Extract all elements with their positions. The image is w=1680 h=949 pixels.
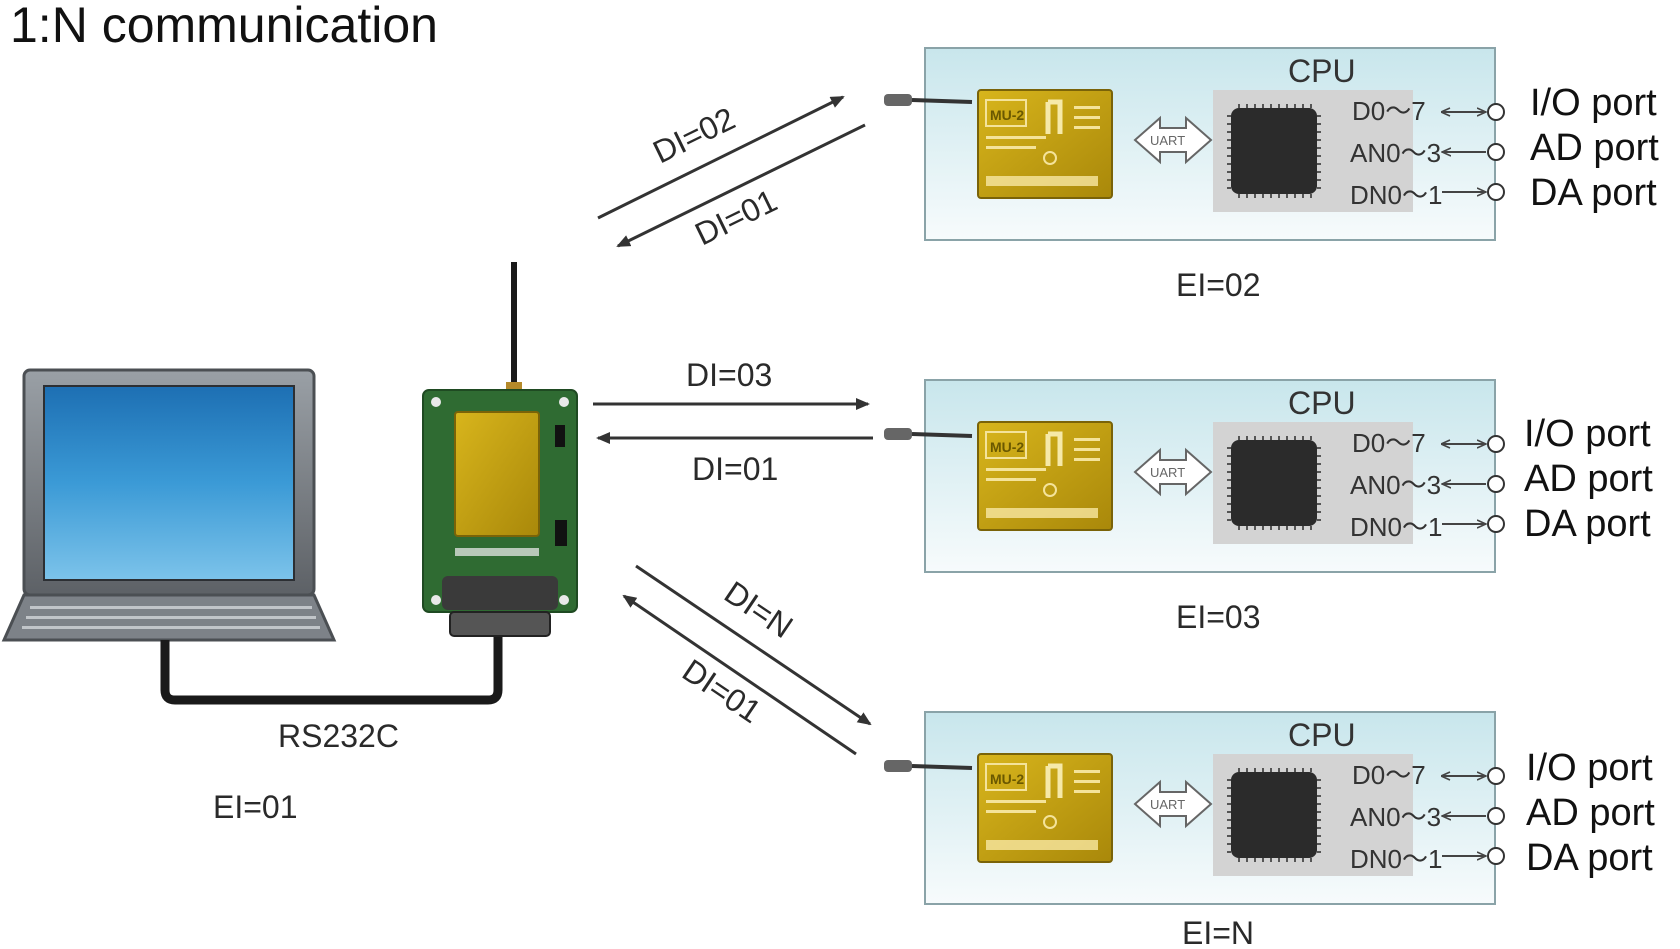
- node-ei-label: EI=02: [1176, 267, 1261, 303]
- ad-port-label: AD port: [1526, 792, 1655, 834]
- pin-label-ad: AN0～3: [1350, 802, 1441, 832]
- pin-label-ad: AN0～3: [1350, 470, 1441, 500]
- uart-arrow-icon: [1133, 115, 1213, 165]
- uart-label: UART: [1150, 797, 1185, 812]
- link-3-reply-arrow: [622, 594, 857, 756]
- io-port-terminal: [1487, 435, 1505, 453]
- ad-port-terminal: [1487, 143, 1505, 161]
- base-station-board-icon: [422, 262, 578, 637]
- uart-label: UART: [1150, 465, 1185, 480]
- radio-module-icon: [978, 754, 1112, 862]
- antenna-icon: [884, 760, 912, 772]
- link-2-send-label: DI=03: [686, 357, 772, 393]
- da-port-label: DA port: [1530, 172, 1657, 214]
- node-ei-label: EI=N: [1182, 915, 1254, 949]
- uart-arrow-icon: [1133, 447, 1213, 497]
- antenna-icon: [884, 94, 912, 106]
- pin-label-da: DN0～1: [1350, 844, 1442, 874]
- da-port-terminal: [1487, 515, 1505, 533]
- rs232c-label: RS232C: [278, 718, 399, 754]
- cpu-label: CPU: [1288, 53, 1356, 89]
- da-port-terminal: [1487, 183, 1505, 201]
- pin-label-da: DN0～1: [1350, 180, 1442, 210]
- cpu-label: CPU: [1288, 385, 1356, 421]
- link-2-reply-label: DI=01: [692, 451, 778, 487]
- da-port-terminal: [1487, 847, 1505, 865]
- uart-arrow-icon: [1133, 779, 1213, 829]
- remote-node-3: UART CPU D0～7 AN0～3 DN0～1 I/O port AD po…: [884, 711, 1655, 949]
- diagram-title: 1:N communication: [10, 0, 438, 53]
- link-1-reply-arrow: [616, 123, 866, 248]
- node-ei-label: EI=03: [1176, 599, 1261, 635]
- link-1-send-label: DI=02: [647, 100, 740, 170]
- link-3-send-arrow: [635, 564, 872, 726]
- ad-port-label: AD port: [1530, 127, 1659, 169]
- io-port-label: I/O port: [1526, 747, 1653, 789]
- io-port-label: I/O port: [1530, 82, 1657, 124]
- remote-node-1: UART CPU D0～7 AN0～3 DN0～1 I/O port AD po…: [884, 47, 1659, 303]
- ad-port-label: AD port: [1524, 458, 1653, 500]
- radio-module-icon: [978, 422, 1112, 530]
- host-ei-label: EI=01: [213, 789, 298, 825]
- pin-label-da: DN0～1: [1350, 512, 1442, 542]
- link-3-send-label: DI=N: [718, 574, 799, 645]
- cpu-label: CPU: [1288, 717, 1356, 753]
- radio-module-icon: [978, 90, 1112, 198]
- pin-label-io: D0～7: [1352, 428, 1426, 458]
- pin-label-io: D0～7: [1352, 760, 1426, 790]
- laptop-icon: [1, 368, 337, 642]
- da-port-label: DA port: [1524, 503, 1651, 545]
- antenna-icon: [884, 428, 912, 440]
- da-port-label: DA port: [1526, 837, 1653, 879]
- io-port-label: I/O port: [1524, 413, 1651, 455]
- uart-label: UART: [1150, 133, 1185, 148]
- rs232c-cable: [160, 633, 503, 705]
- pin-label-io: D0～7: [1352, 96, 1426, 126]
- ad-port-terminal: [1487, 475, 1505, 493]
- io-port-terminal: [1487, 767, 1505, 785]
- ad-port-terminal: [1487, 807, 1505, 825]
- pin-label-ad: AN0～3: [1350, 138, 1441, 168]
- io-port-terminal: [1487, 103, 1505, 121]
- remote-node-2: UART CPU D0～7 AN0～3 DN0～1 I/O port AD po…: [884, 379, 1653, 635]
- link-1-reply-label: DI=01: [689, 182, 782, 252]
- link-1-send-arrow: [597, 95, 845, 220]
